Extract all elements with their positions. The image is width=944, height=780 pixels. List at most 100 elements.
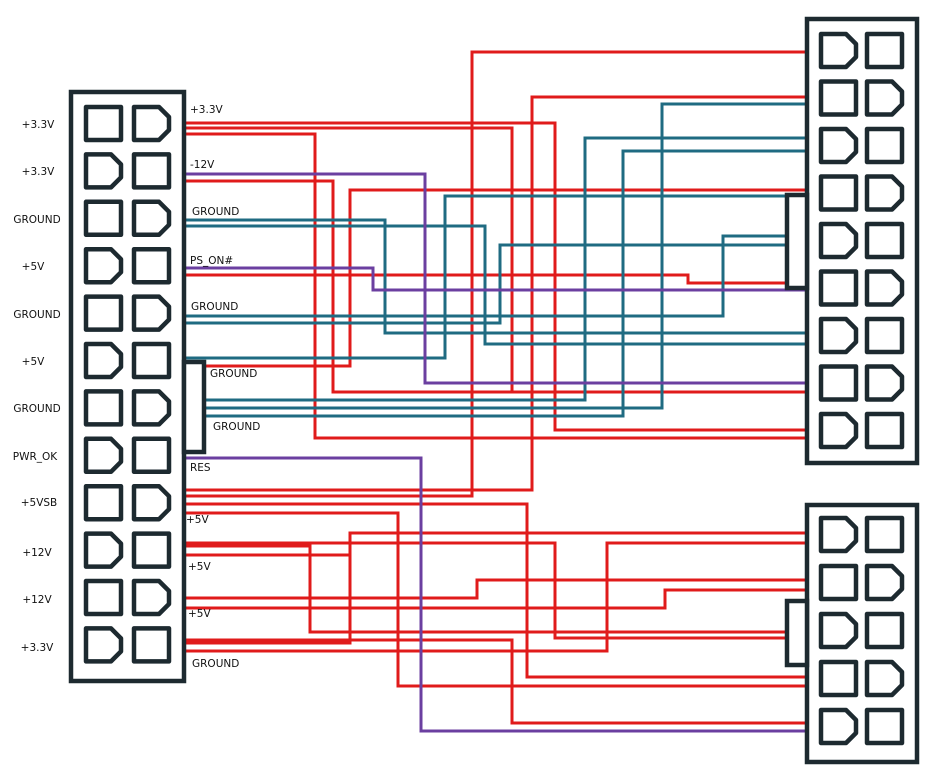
pin-label-left: +12V	[22, 594, 52, 606]
pin-cavity	[818, 269, 859, 307]
pin-cavity	[83, 246, 124, 285]
pin-cavity	[864, 221, 905, 260]
pin-cavity	[131, 626, 172, 664]
pin-cavity	[818, 79, 859, 117]
pin-label-left: +12V	[22, 547, 52, 559]
wire-red	[103, 132, 835, 440]
pin-cavity	[818, 316, 859, 355]
pin-cavity	[864, 174, 905, 212]
wire-purple	[153, 266, 838, 292]
pin-cavity	[131, 578, 172, 617]
wire-purple	[108, 456, 888, 733]
pin-cavity	[83, 531, 124, 569]
right-20pin-connector	[784, 16, 920, 466]
left-connector-pins	[83, 104, 172, 664]
pin-cavity	[864, 515, 905, 554]
pin-label-left: GROUND	[13, 309, 60, 321]
pin-cavity	[131, 246, 172, 285]
pin-cavity	[83, 294, 124, 332]
pin-cavity	[818, 364, 859, 402]
pin-cavity	[864, 126, 905, 165]
pin-cavity	[131, 483, 172, 522]
pin-label-left: +5VSB	[21, 497, 58, 509]
wire-teal	[153, 149, 838, 418]
pin-cavity	[818, 563, 859, 602]
pin-label-left: +5V	[22, 356, 45, 368]
wire-teal	[108, 136, 880, 402]
wire-red	[105, 188, 885, 368]
pin-cavity	[864, 364, 905, 402]
pin-label-right: GROUND	[213, 421, 260, 433]
pin-cavity	[864, 31, 905, 70]
wire-red	[153, 541, 880, 640]
pin-label-left: GROUND	[13, 403, 60, 415]
pin-cavity	[818, 411, 859, 450]
pin-cavity	[83, 626, 124, 664]
pin-cavity	[818, 515, 859, 554]
right-10pin-pins	[818, 515, 905, 746]
pin-label-right: +3.3V	[190, 104, 223, 116]
pin-label-left: +5V	[22, 261, 45, 273]
pin-label-right: +5V	[186, 514, 209, 526]
wire-red	[153, 502, 838, 679]
pin-label-right: GROUND	[191, 301, 238, 313]
pin-cavity	[83, 578, 124, 617]
pin-cavity	[131, 389, 172, 427]
right-10pin-connector	[784, 502, 920, 765]
wire-teal	[153, 194, 835, 360]
right-20pin-pins	[818, 31, 905, 450]
wire-red	[105, 273, 885, 285]
pin-cavity	[83, 341, 124, 380]
pin-cavity	[131, 152, 172, 190]
right-side-pin-labels: +3.3V -12V GROUND PS_ON# GROUND GROUND G…	[186, 104, 260, 670]
wire-teal	[153, 102, 838, 410]
wire-red	[153, 638, 838, 725]
pin-label-right: GROUND	[210, 368, 257, 380]
pin-cavity	[864, 269, 905, 307]
wire-purple	[153, 172, 838, 385]
pin-cavity	[864, 707, 905, 746]
pin-cavity	[818, 31, 859, 70]
wire-red	[153, 95, 885, 492]
pin-label-right: +5V	[188, 561, 211, 573]
right-10pin-latch	[784, 598, 810, 668]
pin-cavity	[131, 341, 172, 380]
wire-red	[108, 531, 835, 645]
pin-cavity	[818, 174, 859, 212]
pin-label-left: +3.3V	[22, 119, 55, 131]
pin-label-right: RES	[190, 462, 211, 474]
pin-label-left: GROUND	[13, 214, 60, 226]
pin-cavity	[864, 611, 905, 650]
pin-label-right: +5V	[188, 608, 211, 620]
pin-label-right: PS_ON#	[190, 255, 233, 267]
wire-teal	[100, 243, 885, 325]
wire-teal	[153, 234, 835, 318]
pin-cavity	[131, 436, 172, 475]
pin-label-right: GROUND	[192, 658, 239, 670]
pin-label-right: GROUND	[192, 206, 239, 218]
pin-cavity	[131, 104, 172, 143]
left-24pin-connector	[68, 89, 207, 684]
pin-cavity	[818, 126, 859, 165]
pin-label-right: -12V	[190, 159, 215, 171]
pin-cavity	[83, 199, 124, 238]
pin-cavity	[864, 659, 905, 698]
wire-teal	[153, 218, 835, 335]
pin-label-left: +3.3V	[21, 642, 54, 654]
left-pin-labels: +3.3V +3.3V GROUND +5V GROUND +5V GROUND…	[13, 119, 61, 654]
pin-cavity	[83, 152, 124, 190]
pin-cavity	[131, 199, 172, 238]
wires	[100, 50, 888, 733]
left-connector-latch	[181, 359, 207, 455]
pin-cavity	[818, 707, 859, 746]
pin-cavity	[864, 79, 905, 117]
pin-label-left: PWR_OK	[13, 451, 59, 463]
pin-cavity	[818, 659, 859, 698]
pin-cavity	[131, 531, 172, 569]
pin-cavity	[864, 411, 905, 450]
pin-cavity	[864, 563, 905, 602]
pin-label-left: +3.3V	[22, 166, 55, 178]
wire-red	[108, 544, 880, 634]
pin-cavity	[83, 389, 124, 427]
